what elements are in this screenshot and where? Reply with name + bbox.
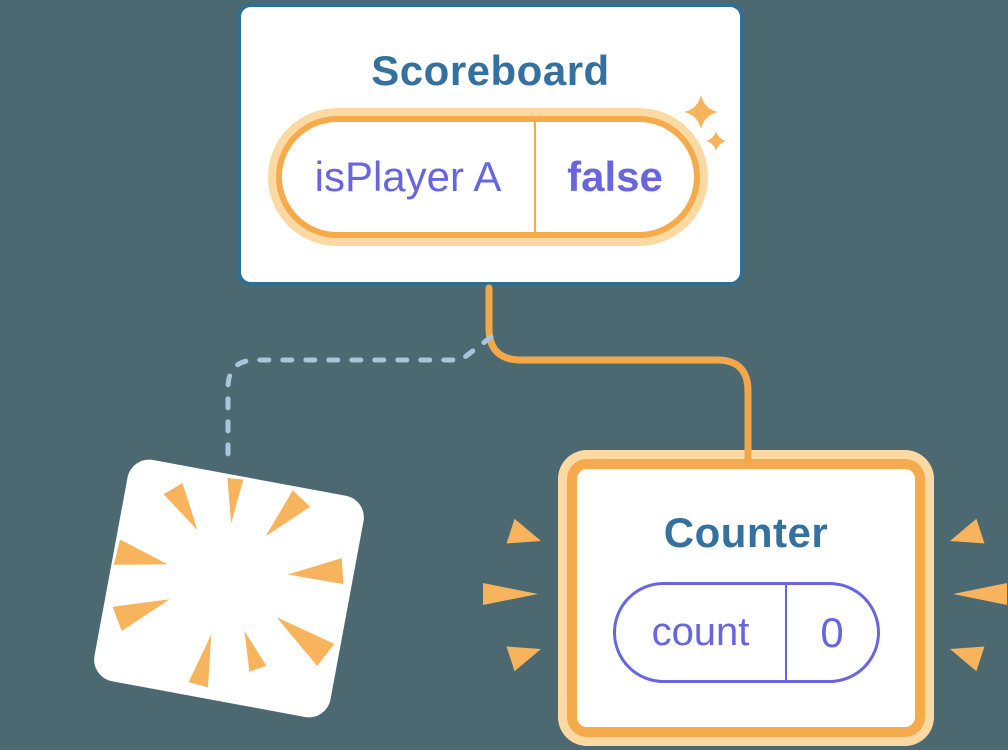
- parent-to-counter-connector-line: [485, 284, 752, 466]
- state-value-label: 0: [820, 608, 844, 656]
- burst-wedge: [950, 518, 985, 544]
- scoreboard-state-pill: isPlayer A false: [276, 116, 700, 238]
- burst-wedge: [227, 477, 244, 524]
- burst-wedge: [163, 483, 198, 530]
- destroyed-component-node: [90, 456, 368, 721]
- state-key-label: isPlayer A: [314, 153, 502, 200]
- state-key-cell: count: [616, 585, 785, 680]
- emphasis-burst-left-icon: [483, 518, 541, 672]
- scoreboard-title: Scoreboard: [371, 47, 610, 94]
- counter-state-pill: count 0: [613, 582, 880, 683]
- burst-wedge: [287, 558, 344, 585]
- burst-wedge: [950, 646, 985, 672]
- burst-wedge: [113, 539, 168, 565]
- burst-wedge: [953, 583, 1007, 605]
- burst-wedge: [265, 490, 311, 537]
- burst-wedge: [188, 634, 212, 688]
- emphasis-burst-right-icon: [950, 518, 1007, 672]
- burst-wedge: [506, 518, 541, 544]
- counter-title: Counter: [663, 509, 829, 556]
- state-value-cell: false: [534, 122, 694, 232]
- state-value-label: false: [567, 153, 663, 200]
- burst-wedge: [112, 599, 170, 632]
- burst-wedge: [483, 583, 538, 605]
- burst-wedge: [244, 631, 267, 672]
- state-value-cell: 0: [785, 585, 877, 680]
- poof-burst-icon: [112, 477, 344, 688]
- state-key-cell: isPlayer A: [282, 122, 534, 232]
- burst-wedge: [276, 617, 335, 667]
- parent-to-removed-connector-dashed-line: [225, 334, 494, 463]
- state-key-label: count: [651, 610, 750, 654]
- burst-wedge: [506, 646, 541, 672]
